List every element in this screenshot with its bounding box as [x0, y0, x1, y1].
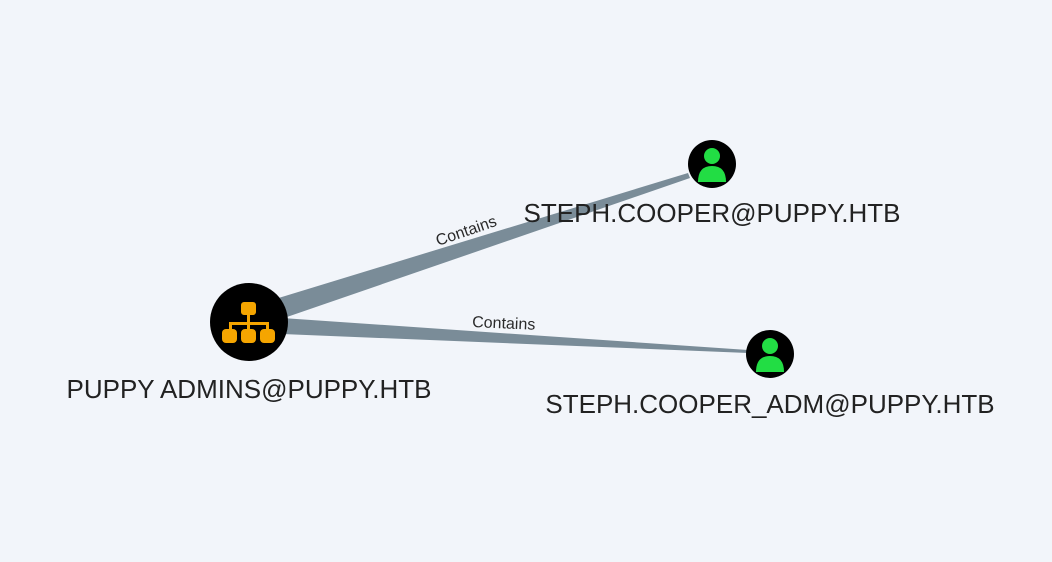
edge-label-contains-2: Contains: [472, 314, 536, 334]
edge-group-to-steph-cooper[interactable]: [272, 173, 690, 318]
node-label-steph-cooper: STEPH.COOPER@PUPPY.HTB: [524, 198, 901, 228]
edge-group-to-steph-cooper-adm[interactable]: [282, 318, 748, 353]
node-label-puppy-admins: PUPPY ADMINS@PUPPY.HTB: [67, 374, 432, 404]
sitemap-icon: [222, 302, 275, 343]
node-puppy-admins[interactable]: [210, 283, 288, 361]
user-icon: [698, 148, 726, 182]
node-steph-cooper[interactable]: [688, 140, 736, 188]
user-icon: [756, 338, 784, 372]
node-label-steph-cooper-adm: STEPH.COOPER_ADM@PUPPY.HTB: [545, 389, 994, 419]
node-steph-cooper-adm[interactable]: [746, 330, 794, 378]
